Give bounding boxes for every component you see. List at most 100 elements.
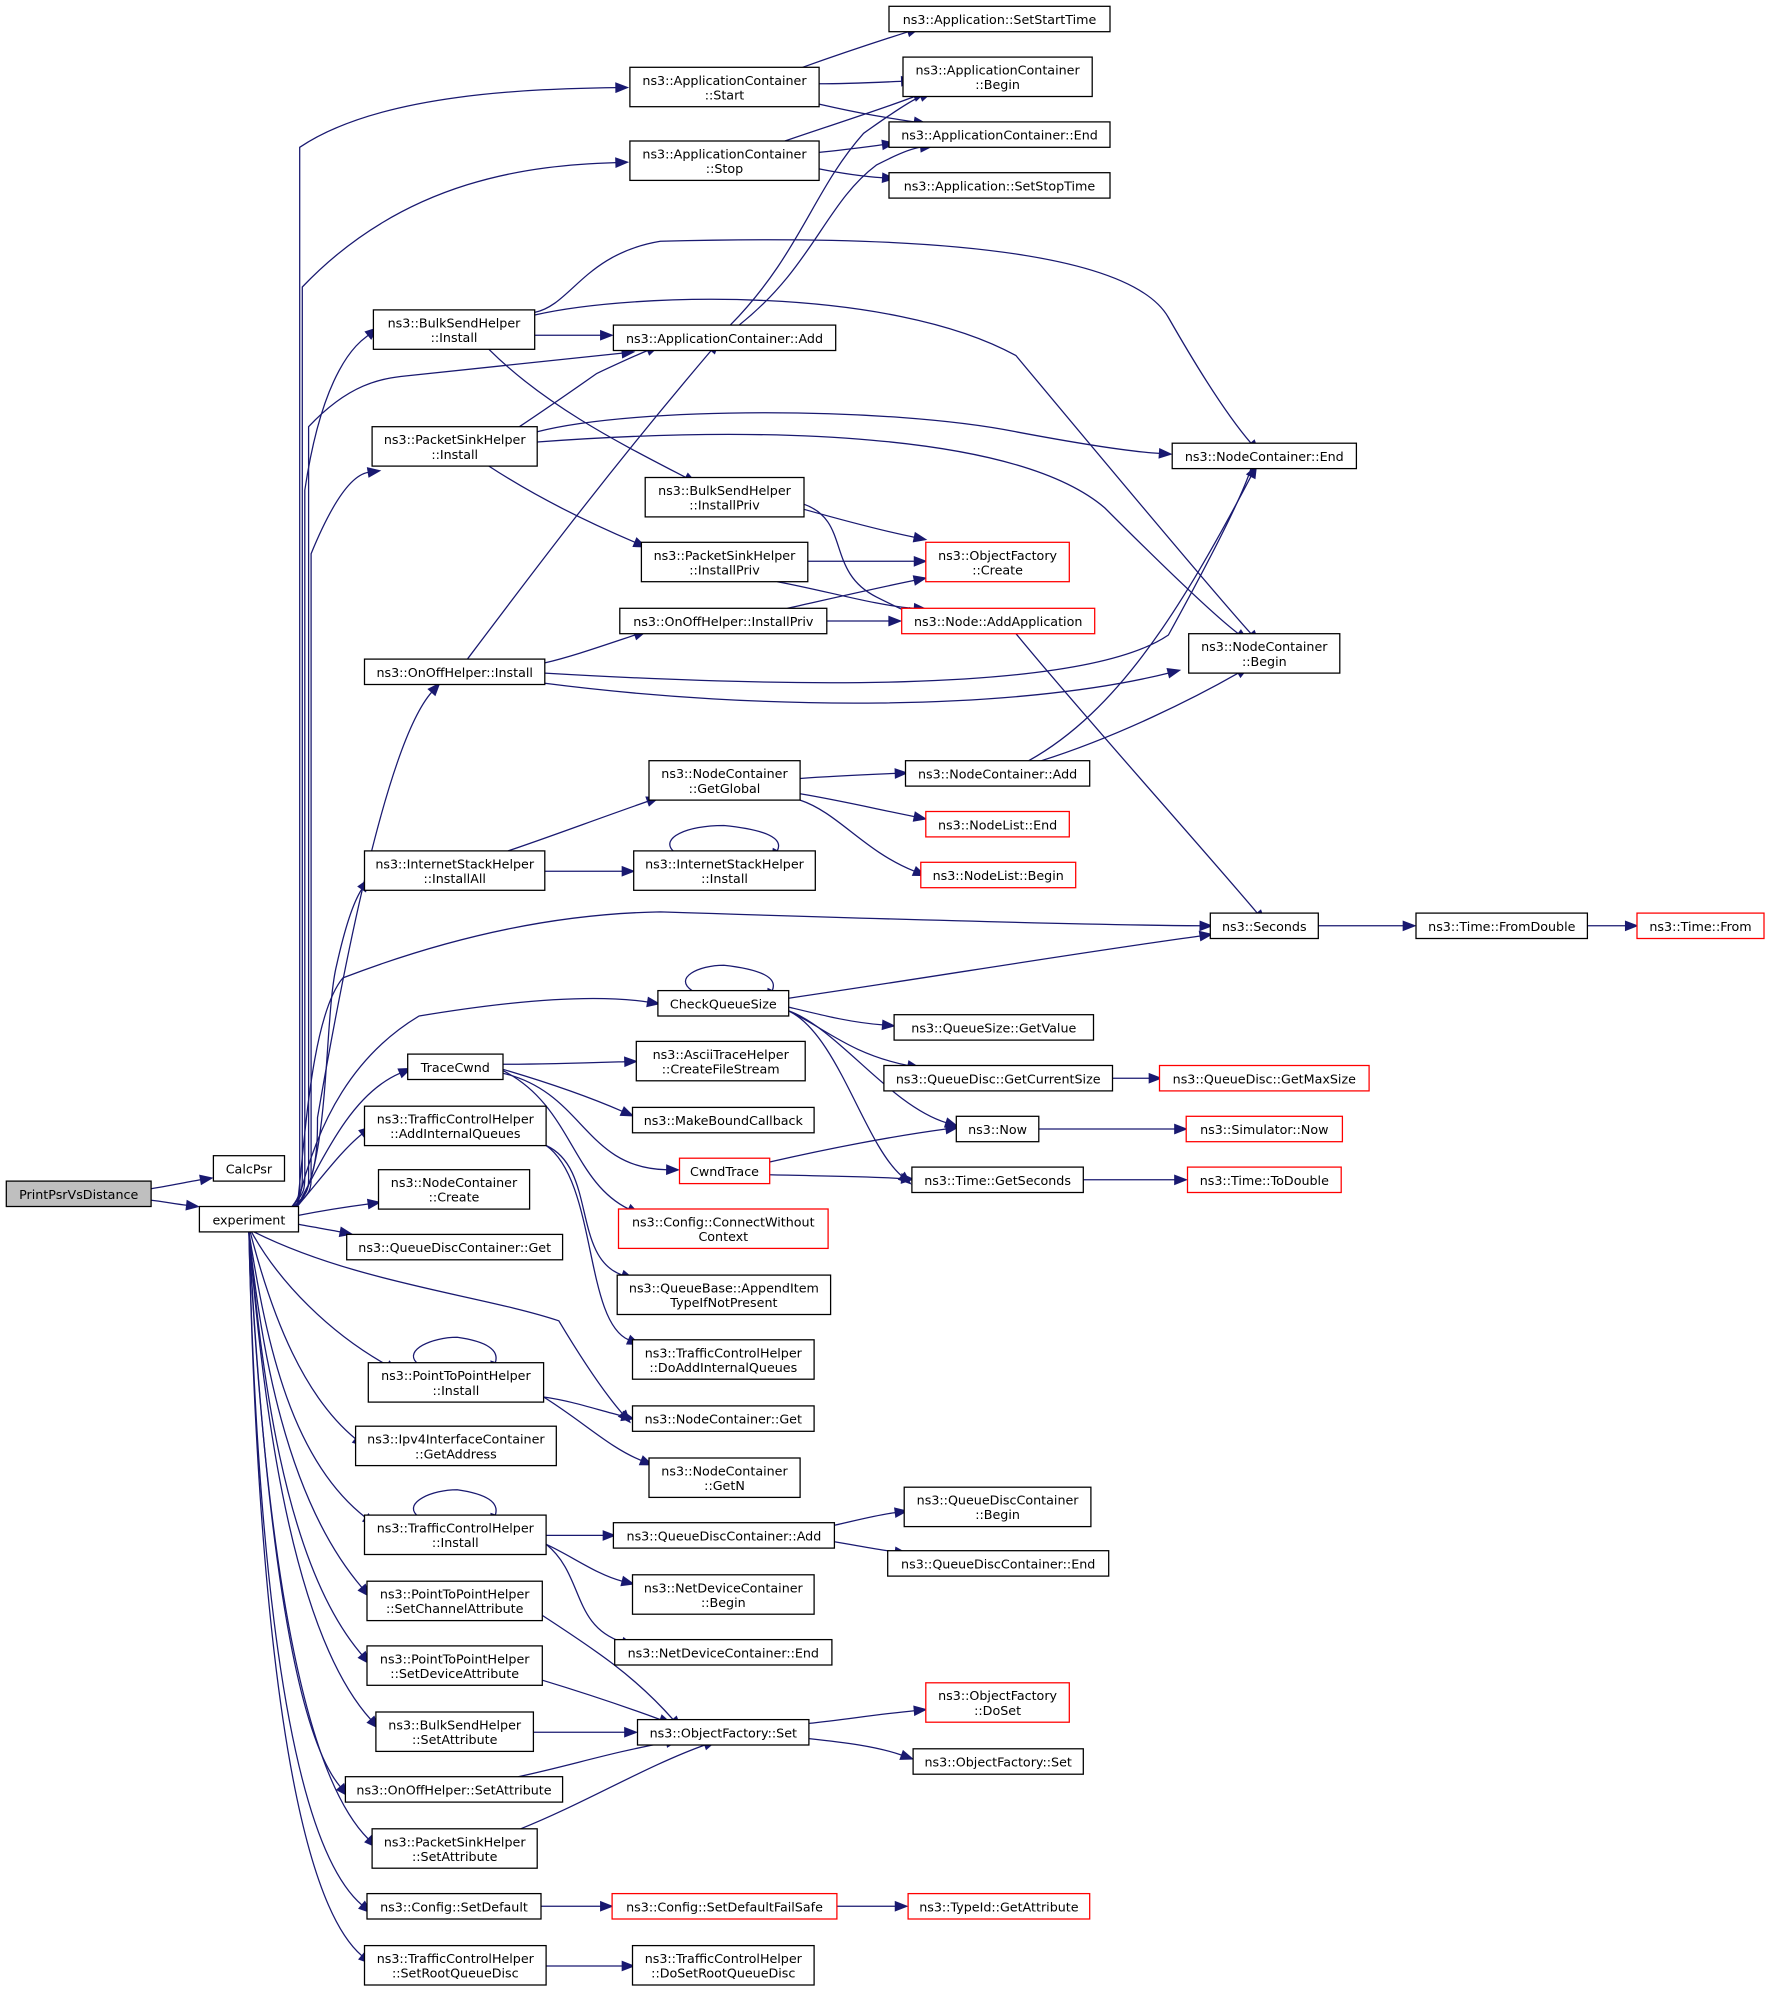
node-ipv4-get-address[interactable]: ns3::Ipv4InterfaceContainer::GetAddress <box>354 1425 557 1467</box>
node-box[interactable] <box>363 658 546 686</box>
node-bulk-install[interactable]: ns3::BulkSendHelper::Install <box>372 309 536 350</box>
node-time-from[interactable]: ns3::Time::From <box>1636 912 1765 940</box>
node-box[interactable] <box>633 850 816 891</box>
node-box[interactable] <box>888 172 1111 199</box>
node-p2-pinstall[interactable]: ns3::PointToPointHelper::Install <box>367 1362 545 1403</box>
node-qdget-current-size[interactable]: ns3::QueueDisc::GetCurrentSize <box>883 1064 1114 1092</box>
node-box[interactable] <box>198 1205 300 1233</box>
node-box[interactable] <box>344 1776 564 1803</box>
node-box[interactable] <box>955 1115 1040 1143</box>
node-tchdo-add-internal-queues[interactable]: ns3::TrafficControlHelper::DoAddInternal… <box>631 1339 815 1380</box>
node-qdcadd[interactable]: ns3::QueueDiscContainer::Add <box>612 1522 836 1549</box>
node-node-cont-get-global[interactable]: ns3::NodeContainer::GetGlobal <box>648 760 801 801</box>
node-box[interactable] <box>346 1233 564 1261</box>
node-box[interactable] <box>614 1638 833 1666</box>
node-box[interactable] <box>657 989 790 1017</box>
node-box[interactable] <box>887 1550 1110 1577</box>
node-box[interactable] <box>363 1514 547 1556</box>
node-type-id-get-attr[interactable]: ns3::TypeId::GetAttribute <box>907 1892 1091 1920</box>
node-box[interactable] <box>612 324 837 352</box>
node-node-cont-add[interactable]: ns3::NodeContainer::Add <box>904 760 1091 787</box>
node-on-off-install[interactable]: ns3::OnOffHelper::Install <box>363 658 546 686</box>
node-box[interactable] <box>631 1106 815 1134</box>
node-node-cont-begin[interactable]: ns3::NodeContainer::Begin <box>1188 633 1341 674</box>
node-qdcget[interactable]: ns3::QueueDiscContainer::Get <box>346 1233 564 1261</box>
node-box[interactable] <box>888 121 1111 148</box>
node-ndcbegin[interactable]: ns3::NetDeviceContainer::Begin <box>631 1574 815 1615</box>
node-ishinstall[interactable]: ns3::InternetStackHelper::Install <box>633 850 816 891</box>
node-box[interactable] <box>407 1053 504 1081</box>
node-qsget-value[interactable]: ns3::QueueSize::GetValue <box>893 1014 1095 1041</box>
node-on-off-set-attr[interactable]: ns3::OnOffHelper::SetAttribute <box>344 1776 564 1803</box>
node-box[interactable] <box>617 1208 829 1250</box>
node-app-cont-stop[interactable]: ns3::ApplicationContainer::Stop <box>629 140 820 182</box>
node-app-cont-add[interactable]: ns3::ApplicationContainer::Add <box>612 324 837 352</box>
node-print-psr-vs-distance[interactable]: PrintPsrVsDistance <box>5 1180 152 1208</box>
node-box[interactable] <box>629 140 820 182</box>
node-experiment[interactable]: experiment <box>198 1205 300 1233</box>
node-box[interactable] <box>631 1944 815 1986</box>
node-box[interactable] <box>883 1064 1114 1092</box>
node-tchadd-internal-queues[interactable]: ns3::TrafficControlHelper::AddInternalQu… <box>363 1105 547 1147</box>
node-seconds[interactable]: ns3::Seconds <box>1209 912 1319 940</box>
node-box[interactable] <box>367 1362 545 1403</box>
node-box[interactable] <box>611 1892 838 1920</box>
node-node-list-end[interactable]: ns3::NodeList::End <box>925 810 1070 838</box>
node-box[interactable] <box>648 1457 801 1499</box>
node-obj-fact-set2[interactable]: ns3::ObjectFactory::Set <box>912 1748 1084 1775</box>
node-qdcbegin[interactable]: ns3::QueueDiscContainer::Begin <box>903 1486 1092 1528</box>
node-time-to-double[interactable]: ns3::Time::ToDouble <box>1186 1166 1342 1194</box>
node-box[interactable] <box>377 1169 531 1210</box>
node-box[interactable] <box>902 56 1093 98</box>
node-box[interactable] <box>920 861 1077 889</box>
node-node-cont-get[interactable]: ns3::NodeContainer::Get <box>631 1405 815 1432</box>
node-sink-install[interactable]: ns3::PacketSinkHelper::Install <box>371 426 538 467</box>
node-sim-now[interactable]: ns3::Simulator::Now <box>1185 1115 1344 1143</box>
node-sink-install-priv[interactable]: ns3::PacketSinkHelper::InstallPriv <box>640 541 809 583</box>
node-box[interactable] <box>1171 442 1358 470</box>
node-box[interactable] <box>1188 633 1341 674</box>
node-now[interactable]: ns3::Now <box>955 1115 1040 1143</box>
node-box[interactable] <box>372 309 536 350</box>
node-box[interactable] <box>363 1105 547 1147</box>
node-box[interactable] <box>907 1892 1091 1920</box>
node-box[interactable] <box>640 541 809 583</box>
node-box[interactable] <box>619 607 828 635</box>
node-box[interactable] <box>366 1580 543 1622</box>
node-box[interactable] <box>1209 912 1319 940</box>
node-obj-fact-create[interactable]: ns3::ObjectFactory::Create <box>925 541 1070 583</box>
node-obj-fact-do-set[interactable]: ns3::ObjectFactory::DoSet <box>925 1682 1070 1723</box>
node-config-set-default-fail-safe[interactable]: ns3::Config::SetDefaultFailSafe <box>611 1892 838 1920</box>
node-box[interactable] <box>631 1405 815 1432</box>
node-box[interactable] <box>901 607 1096 635</box>
node-box[interactable] <box>366 1645 543 1686</box>
node-bulk-install-priv[interactable]: ns3::BulkSendHelper::InstallPriv <box>644 476 805 518</box>
node-tchdo-set-root-queue-disc[interactable]: ns3::TrafficControlHelper::DoSetRootQueu… <box>631 1944 815 1986</box>
node-box[interactable] <box>636 1718 810 1746</box>
node-box[interactable] <box>631 1574 815 1615</box>
node-qbappend-item[interactable]: ns3::QueueBase::AppendItemTypeIfNotPrese… <box>616 1274 832 1316</box>
node-box[interactable] <box>678 1157 771 1185</box>
node-box[interactable] <box>363 850 546 891</box>
node-box[interactable] <box>888 5 1111 33</box>
node-ascii-create-file-stream[interactable]: ns3::AsciiTraceHelper::CreateFileStream <box>635 1040 806 1082</box>
node-box[interactable] <box>644 476 805 518</box>
node-app-cont-begin[interactable]: ns3::ApplicationContainer::Begin <box>902 56 1093 98</box>
node-node-list-begin[interactable]: ns3::NodeList::Begin <box>920 861 1077 889</box>
node-box[interactable] <box>366 1892 542 1920</box>
node-box[interactable] <box>912 1748 1084 1775</box>
node-box[interactable] <box>212 1155 286 1182</box>
node-box[interactable] <box>911 1166 1084 1194</box>
node-ndcend[interactable]: ns3::NetDeviceContainer::End <box>614 1638 833 1666</box>
node-box[interactable] <box>1185 1115 1344 1143</box>
node-make-bound-callback[interactable]: ns3::MakeBoundCallback <box>631 1106 815 1134</box>
node-p2-pset-device-attr[interactable]: ns3::PointToPointHelper::SetDeviceAttrib… <box>366 1645 543 1686</box>
node-box[interactable] <box>1158 1064 1370 1092</box>
node-box[interactable] <box>629 66 820 108</box>
node-box[interactable] <box>371 426 538 467</box>
node-box[interactable] <box>1636 912 1765 940</box>
node-time-from-double[interactable]: ns3::Time::FromDouble <box>1415 912 1589 940</box>
node-box[interactable] <box>893 1014 1095 1041</box>
node-box[interactable] <box>904 760 1091 787</box>
node-box[interactable] <box>371 1828 538 1869</box>
